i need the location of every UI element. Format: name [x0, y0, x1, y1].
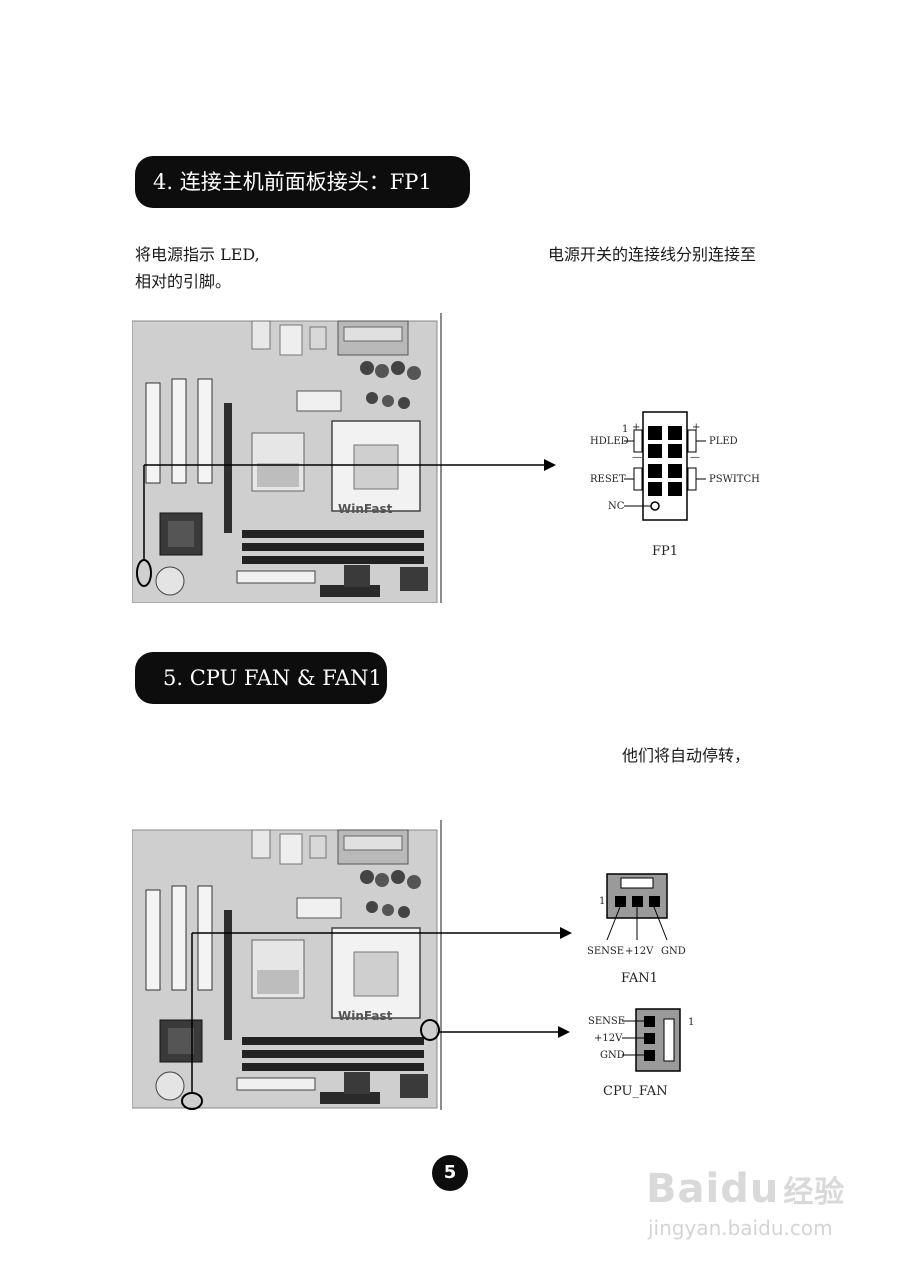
fp1-pled-label: PLED: [709, 436, 738, 447]
paragraph-fans-right: 他们将自动停转，: [622, 746, 751, 765]
motherboard-image-top: WinFast: [132, 313, 442, 603]
fp1-pin1-label: 1: [622, 424, 628, 435]
fan1-gnd-label: GND: [661, 946, 686, 957]
fp1-hdled-label: HDLED: [590, 436, 629, 447]
cpu-fan-gnd-label: GND: [600, 1050, 625, 1061]
fp1-pswitch-label: PSWITCH: [709, 474, 760, 485]
paragraph-left-line2: 相对的引脚。: [135, 272, 232, 291]
paragraph-left-line1: 将电源指示 LED,: [135, 245, 260, 264]
watermark-logo-cn: 经验: [783, 1175, 846, 1210]
watermark-url: jingyan.baidu.com: [648, 1216, 833, 1240]
cpu-fan-connector-diagram: SENSE +12V GND 1 CPU_FAN: [588, 1008, 694, 1099]
cpu-fan-sense-label: SENSE: [588, 1016, 625, 1027]
fp1-minus-right: —: [690, 452, 700, 463]
watermark-logo-text: Baidu: [646, 1166, 780, 1212]
board-brand-text-2: WinFast: [338, 1009, 393, 1023]
fp1-caption: FP1: [652, 544, 678, 559]
fp1-reset-label: RESET: [590, 474, 626, 485]
fp1-minus-left: —: [632, 452, 642, 463]
page-number: 5: [432, 1155, 468, 1191]
fp1-plus-left: +: [632, 422, 640, 433]
section-title-fans: 5. CPU FAN & FAN1: [135, 652, 387, 704]
fan1-pin1-label: 1: [599, 896, 605, 907]
pointer-arrow-fan1: [191, 927, 572, 1093]
section-title-fp1: 4. 连接主机前面板接头：FP1: [135, 156, 470, 208]
pointer-arrow-cpu-fan: [438, 1026, 570, 1038]
board-brand-text: WinFast: [338, 502, 393, 516]
fan1-connector-diagram: 1 SENSE +12V GND FAN1: [587, 873, 686, 985]
cpu-fan-pin1-label: 1: [688, 1017, 694, 1028]
fp1-plus-right: +: [692, 422, 700, 433]
cpu-fan-caption: CPU_FAN: [603, 1084, 668, 1099]
fan1-caption: FAN1: [621, 971, 658, 985]
fan1-12v-label: +12V: [625, 946, 654, 957]
motherboard-image-bottom: WinFast: [132, 820, 442, 1110]
pointer-arrow-fp1: [143, 459, 556, 559]
paragraph-right: 电源开关的连接线分别连接至: [548, 245, 757, 264]
fan1-sense-label: SENSE: [587, 946, 624, 957]
fp1-nc-label: NC: [608, 501, 625, 512]
cpu-fan-12v-label: +12V: [594, 1033, 623, 1044]
fp1-header-diagram: 1 + — + — HDLED PLED RESET PSWITCH NC FP…: [590, 411, 760, 559]
